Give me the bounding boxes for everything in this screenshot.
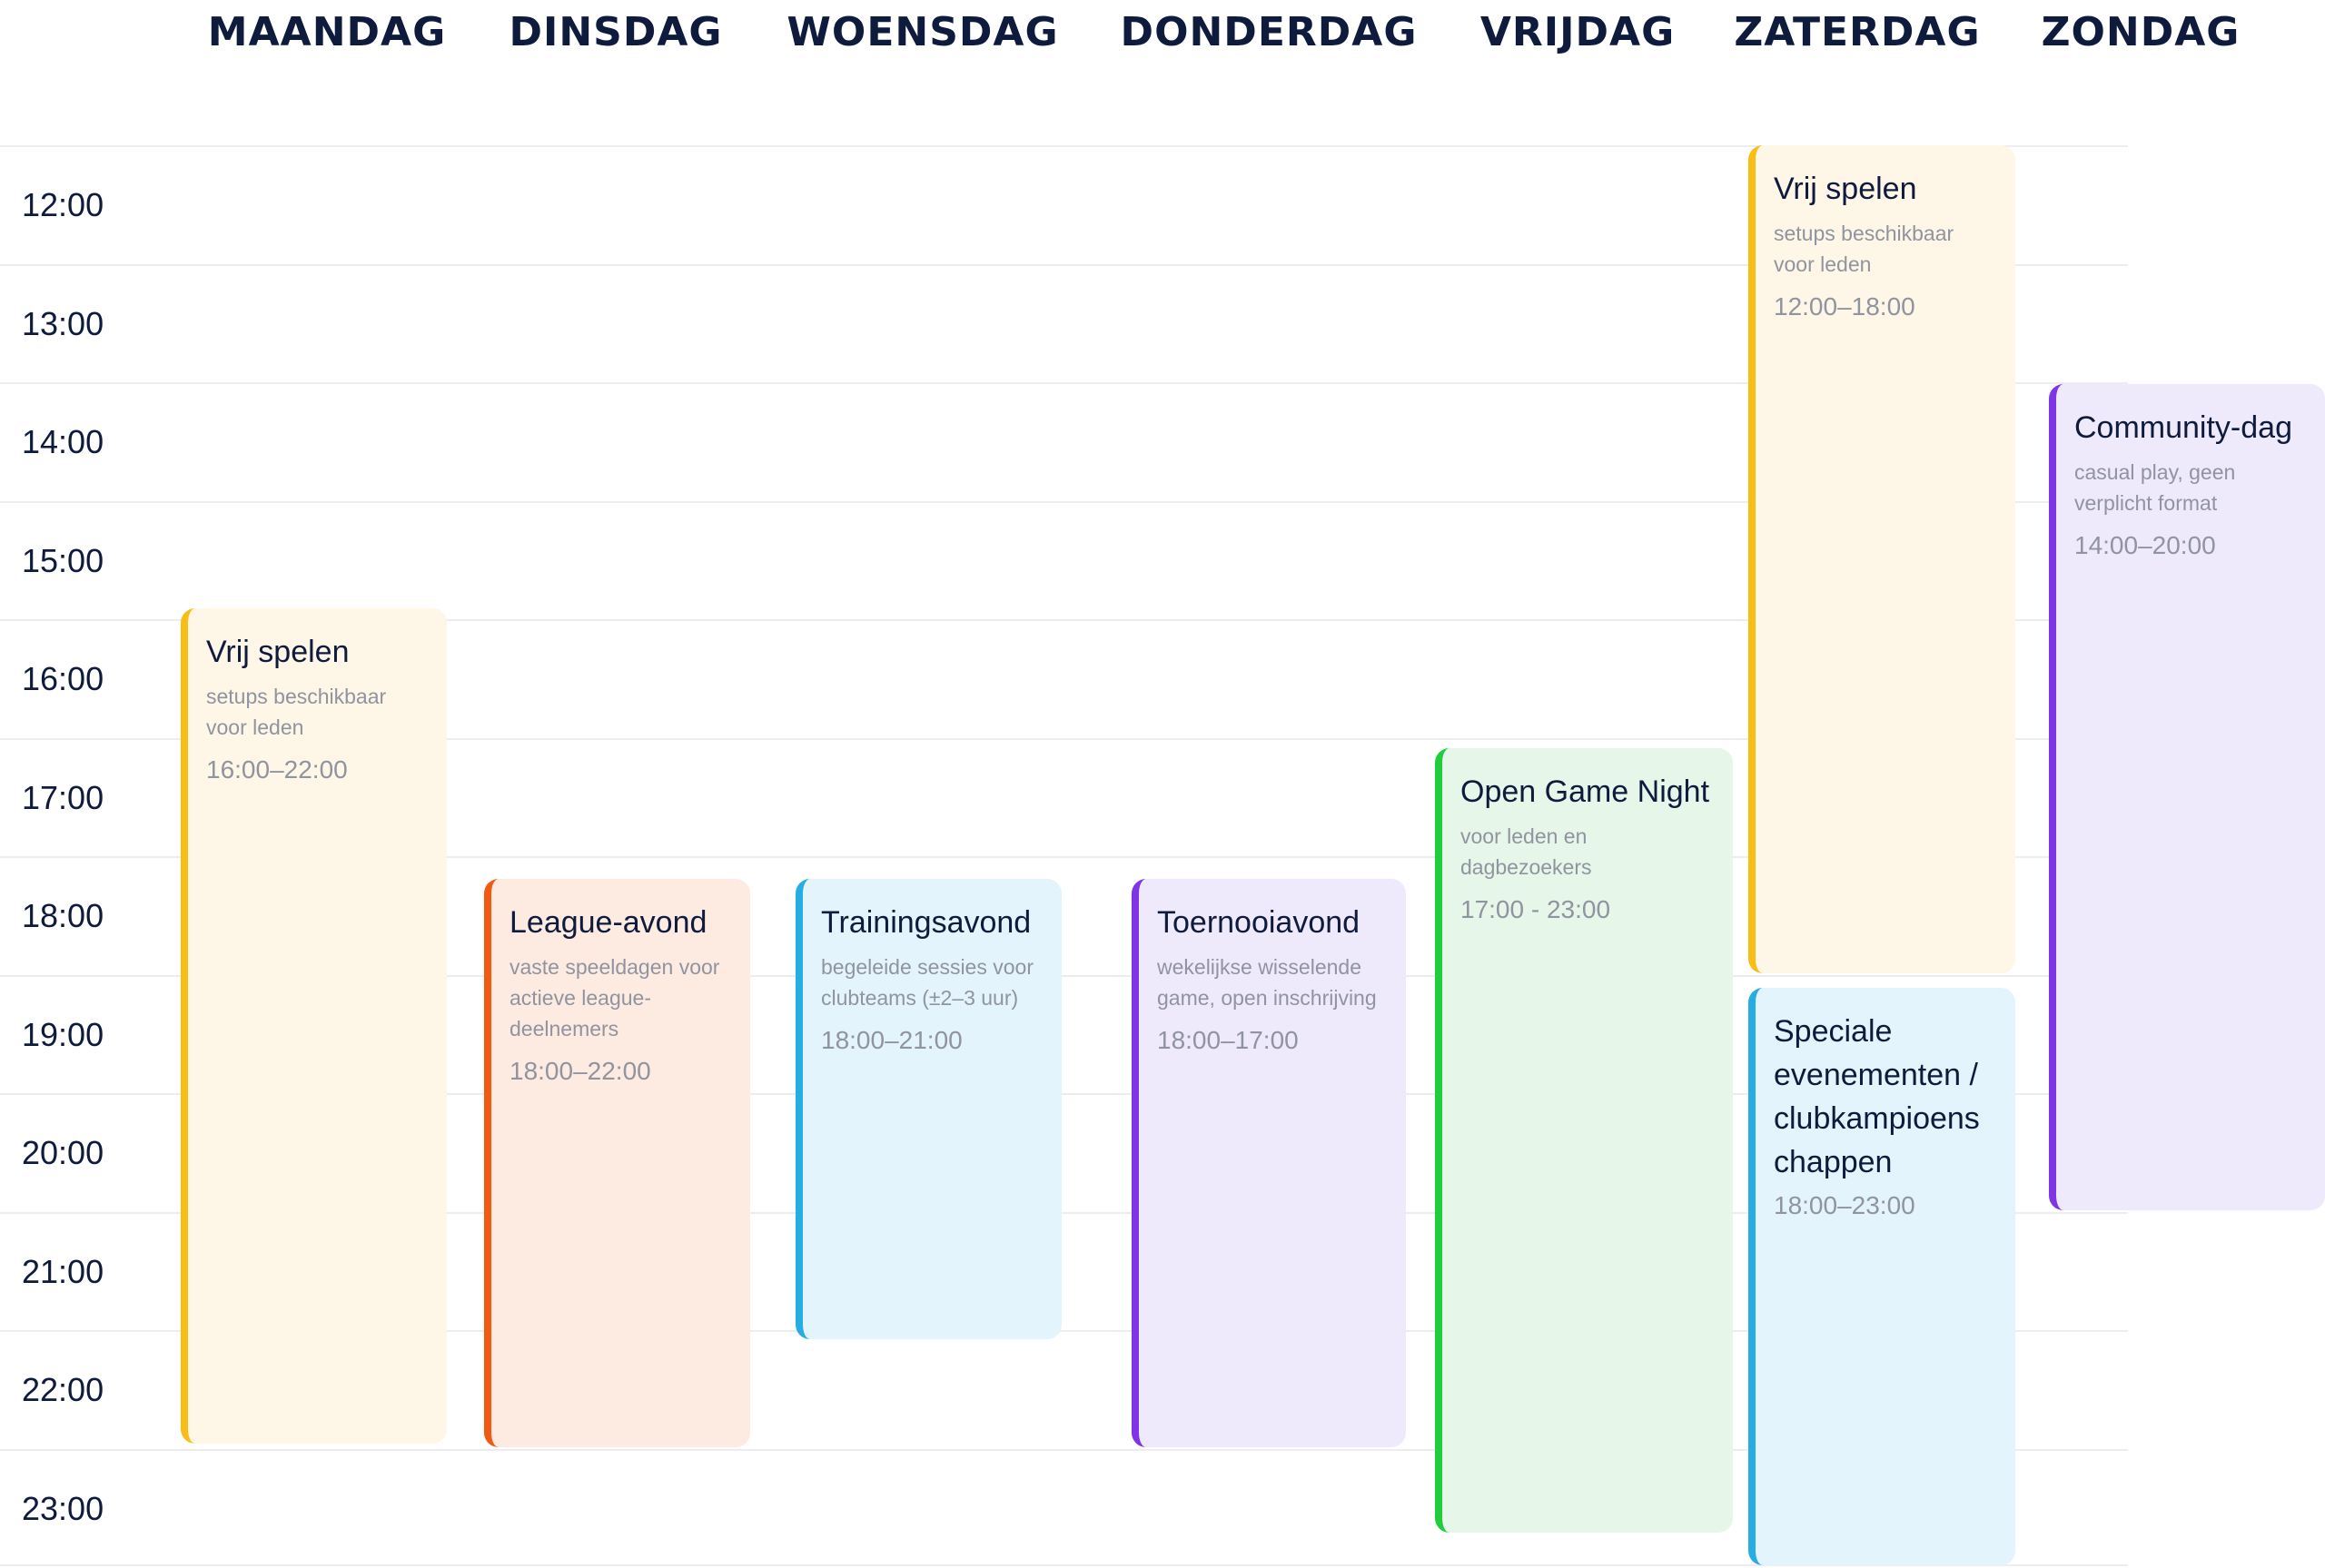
event-title: Toernooiavond [1157, 905, 1360, 940]
grid-line [0, 1093, 2128, 1095]
event-title: Vrij spelen [1774, 172, 1917, 206]
event-speciale-evenementen[interactable]: Speciale evenementen / clubkampioens cha… [1748, 988, 2015, 1565]
event-subtitle: voor leden en dagbezoekers [1460, 824, 1592, 879]
day-header-vrijdag: VRIJDAG [1479, 9, 1676, 55]
time-label: 17:00 [22, 779, 104, 816]
event-community-dag[interactable]: Community-dag casual play, geen verplich… [2049, 384, 2325, 1210]
time-label: 18:00 [22, 897, 104, 934]
time-label: 12:00 [22, 186, 104, 223]
event-subtitle: vaste speeldagen voor actieve league-dee… [510, 955, 720, 1040]
event-time: 12:00–18:00 [1774, 292, 1915, 321]
event-subtitle: casual play, geen verplicht format [2074, 460, 2236, 515]
time-label: 23:00 [22, 1490, 104, 1527]
time-label: 21:00 [22, 1253, 104, 1290]
event-toernooiavond[interactable]: Toernooiavond wekelijkse wisselende game… [1132, 879, 1406, 1447]
event-open-game-night[interactable]: Open Game Night voor leden en dagbezoeke… [1435, 748, 1733, 1533]
time-label: 14:00 [22, 423, 104, 460]
event-subtitle: begeleide sessies voor clubteams (±2–3 u… [821, 955, 1034, 1010]
event-trainingsavond[interactable]: Trainingsavond begeleide sessies voor cl… [796, 879, 1062, 1339]
event-vrij-spelen-zaterdag[interactable]: Vrij spelen setups beschikbaar voor lede… [1748, 145, 2015, 973]
day-header-zaterdag: ZATERDAG [1734, 9, 1981, 55]
event-title: Trainingsavond [821, 905, 1032, 940]
event-time: 18:00–23:00 [1774, 1191, 1915, 1219]
event-time: 17:00 - 23:00 [1460, 895, 1611, 923]
event-time: 14:00–20:00 [2074, 531, 2216, 559]
grid-line [0, 264, 2128, 266]
event-time: 18:00–17:00 [1157, 1026, 1299, 1054]
event-league-avond[interactable]: League-avond vaste speeldagen voor actie… [484, 879, 750, 1447]
event-time: 18:00–22:00 [510, 1057, 651, 1085]
event-time: 16:00–22:00 [206, 755, 348, 784]
event-title: Open Game Night [1460, 774, 1710, 809]
event-subtitle: setups beschikbaar voor leden [206, 685, 387, 739]
grid-line [0, 1330, 2128, 1332]
time-label: 15:00 [22, 542, 104, 579]
time-label: 20:00 [22, 1134, 104, 1171]
day-header-maandag: MAANDAG [207, 9, 447, 55]
day-header-woensdag: WOENSDAG [787, 9, 1059, 55]
grid-line [0, 975, 2128, 977]
event-title: Speciale evenementen / clubkampioens cha… [1774, 1014, 1980, 1179]
event-subtitle: wekelijkse wisselende game, open inschri… [1157, 955, 1377, 1010]
time-label: 16:00 [22, 660, 104, 697]
event-title: League-avond [510, 905, 707, 940]
grid-line [0, 501, 2128, 503]
day-header-dinsdag: DINSDAG [509, 9, 723, 55]
grid-line [0, 619, 2128, 621]
event-title: Community-dag [2074, 410, 2292, 445]
grid-line [0, 1564, 2128, 1566]
grid-line [0, 145, 2128, 147]
grid-line [0, 856, 2128, 858]
grid-line [0, 382, 2128, 384]
event-title: Vrij spelen [206, 635, 350, 669]
time-label: 19:00 [22, 1016, 104, 1053]
time-label: 22:00 [22, 1371, 104, 1408]
grid-line [0, 738, 2128, 740]
grid-line [0, 1212, 2128, 1214]
event-time: 18:00–21:00 [821, 1026, 963, 1054]
event-vrij-spelen-maandag[interactable]: Vrij spelen setups beschikbaar voor lede… [181, 608, 447, 1444]
grid-line [0, 1449, 2128, 1451]
time-label: 13:00 [22, 305, 104, 342]
day-header-zondag: ZONDAG [2041, 9, 2241, 55]
day-header-donderdag: DONDERDAG [1120, 9, 1418, 55]
event-subtitle: setups beschikbaar voor leden [1774, 222, 1954, 276]
